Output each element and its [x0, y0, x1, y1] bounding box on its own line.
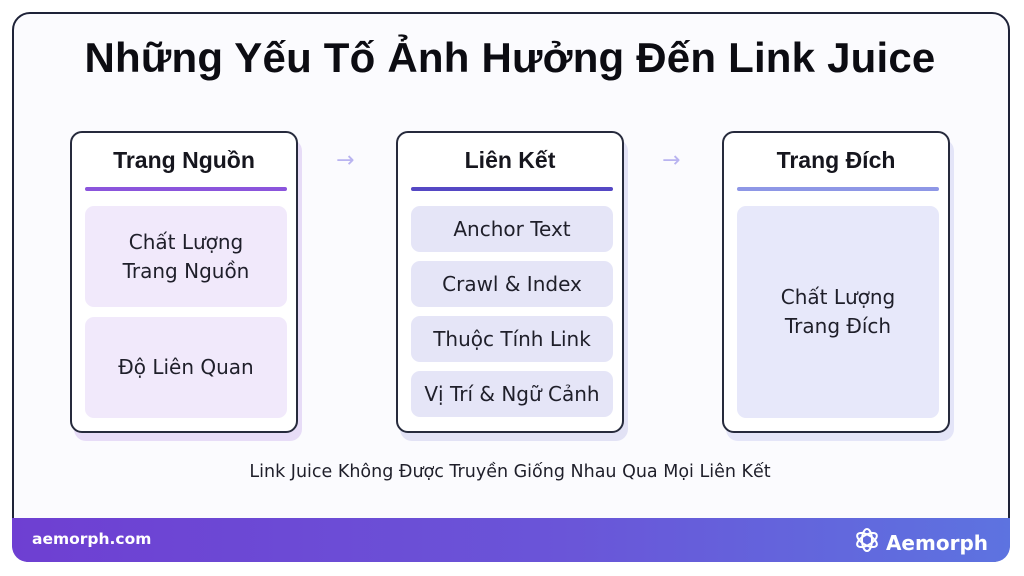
- arrow-right-icon: →: [336, 148, 355, 173]
- card-link: Liên Kết Anchor Text Crawl & Index Thuộc…: [396, 131, 624, 433]
- factor-tile: Độ Liên Quan: [85, 317, 287, 418]
- brand-logo: Aemorph: [854, 527, 988, 558]
- factor-label: Vị Trí & Ngữ Cảnh: [424, 381, 600, 406]
- card-target-page: Trang Đích Chất Lượng Trang Đích: [722, 131, 950, 433]
- footer-bar: aemorph.com Aemorph: [12, 518, 1010, 562]
- factor-tile: Anchor Text: [411, 206, 613, 252]
- factor-label: Anchor Text: [453, 216, 571, 241]
- card-underline: [85, 187, 287, 191]
- card-title-source-page: Trang Nguồn: [113, 147, 255, 173]
- card-underline: [737, 187, 939, 191]
- factor-tile: Vị Trí & Ngữ Cảnh: [411, 371, 613, 417]
- factor-tile: Chất Lượng Trang Nguồn: [85, 206, 287, 307]
- factor-tile: Crawl & Index: [411, 261, 613, 307]
- factor-tile: Thuộc Tính Link: [411, 316, 613, 362]
- footer-site-link[interactable]: aemorph.com: [32, 530, 152, 548]
- factor-label: Crawl & Index: [442, 271, 582, 296]
- factor-label: Thuộc Tính Link: [433, 326, 591, 351]
- page-title: Những Yếu Tố Ảnh Hưởng Đến Link Juice: [84, 34, 936, 81]
- factor-tile: Chất Lượng Trang Đích: [737, 206, 939, 418]
- card-source-page: Trang Nguồn Chất Lượng Trang Nguồn Độ Li…: [70, 131, 298, 433]
- factor-label: Chất Lượng Trang Đích: [780, 285, 896, 338]
- card-underline: [411, 187, 613, 191]
- arrow-right-icon: →: [662, 148, 681, 173]
- card-title-target-page: Trang Đích: [776, 147, 896, 173]
- caption: Link Juice Không Được Truyền Giống Nhau …: [249, 462, 771, 482]
- aemorph-logo-icon: [854, 527, 880, 558]
- factor-label: Độ Liên Quan: [118, 355, 254, 379]
- card-title-link: Liên Kết: [464, 147, 556, 173]
- brand-name: Aemorph: [885, 530, 988, 555]
- factor-label: Chất Lượng Trang Nguồn: [122, 229, 250, 283]
